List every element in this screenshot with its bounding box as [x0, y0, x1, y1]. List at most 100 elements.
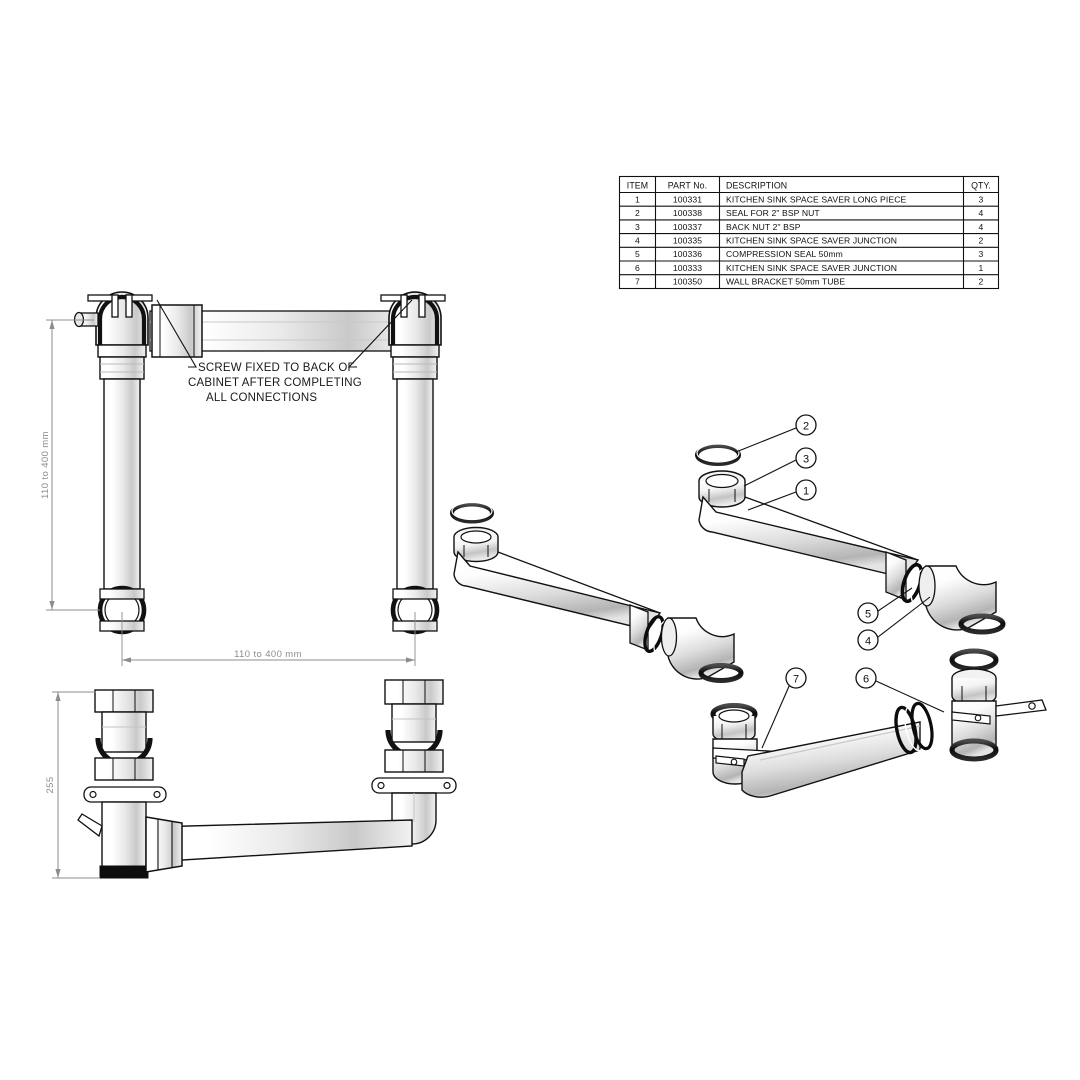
bom-cell-item: 7 [635, 277, 640, 287]
bom-cell-qty: 3 [979, 194, 984, 204]
iso-elbow-upper [918, 565, 1006, 635]
bom-row: 1 100331 KITCHEN SINK SPACE SAVER LONG P… [635, 194, 984, 204]
iso-junction-assembly [710, 648, 1047, 798]
balloon-2[interactable]: 2 [795, 414, 817, 436]
balloon-circle-icon [857, 602, 879, 624]
bom-header-row: ITEM PART No. DESCRIPTION QTY. [627, 181, 991, 191]
balloon-callouts [735, 427, 945, 749]
balloon-circle-icon [795, 479, 817, 501]
bom-row: 2 100338 SEAL FOR 2" BSP NUT 4 [635, 208, 984, 218]
bom-cell-qty: 4 [979, 208, 984, 218]
balloon-leader-2 [735, 427, 797, 453]
bom-cell-description: KITCHEN SINK SPACE SAVER LONG PIECE [726, 194, 907, 204]
balloon-circle-icon [855, 667, 877, 689]
balloon-label: 5 [865, 609, 871, 621]
bom-table: ITEM PART No. DESCRIPTION QTY. 1 100331 … [618, 175, 1000, 290]
iso-back-nut-middle [453, 526, 499, 563]
dimension-plan-height: 255 [45, 691, 100, 879]
bom-cell-qty: 2 [979, 277, 984, 287]
bom-cell-part-no: 100350 [673, 277, 702, 287]
plan-right-top-nut [384, 679, 444, 705]
plan-left-side-outlet [77, 813, 103, 838]
bom-header-qty: QTY. [971, 181, 991, 191]
bom-cell-item: 6 [635, 263, 640, 273]
iso-seal-ring-upper [695, 443, 741, 466]
screw-note-line3: ALL CONNECTIONS [206, 392, 317, 404]
bom-cell-part-no: 100336 [673, 249, 702, 259]
bom-header-description: DESCRIPTION [726, 181, 787, 191]
bom-cell-part-no: 100331 [673, 194, 702, 204]
screw-note-leaders [156, 299, 413, 368]
left-riser-assembly [73, 291, 153, 635]
iso-wall-bracket-right [951, 699, 1047, 725]
bom-cell-item: 3 [635, 222, 640, 232]
bom-cell-part-no: 100337 [673, 222, 702, 232]
balloon-5[interactable]: 5 [857, 602, 879, 624]
front-elevation-view: SCREW FIXED TO BACK OF CABINET AFTER COM… [40, 291, 446, 666]
dimension-vertical-label: 110 to 400 mm [40, 431, 51, 499]
balloon-leader-3 [743, 459, 797, 487]
plan-left-stack [77, 689, 167, 879]
bom-header-part-no: PART No. [668, 181, 707, 191]
bom-cell-description: BACK NUT 2" BSP [726, 222, 801, 232]
balloon-circle-icon [795, 447, 817, 469]
balloon-label: 4 [865, 636, 871, 648]
bom-cell-part-no: 100338 [673, 208, 702, 218]
iso-long-piece-middle [450, 501, 744, 683]
plan-left-top-nut [94, 689, 154, 713]
dimension-horizontal-label: 110 to 400 mm [234, 649, 302, 660]
dimension-horizontal-width: 110 to 400 mm [121, 612, 416, 666]
left-side-spigot [73, 311, 99, 328]
bom-cell-description: SEAL FOR 2" BSP NUT [726, 208, 820, 218]
isometric-exploded-view: 2 3 1 5 4 7 6 [450, 414, 1047, 798]
iso-elbow-middle [660, 617, 744, 683]
iso-long-piece-upper [695, 443, 1006, 635]
iso-right-junction [949, 648, 1047, 762]
plan-right-wall-bracket [371, 777, 457, 794]
balloon-label: 7 [793, 674, 799, 686]
bom-cell-item: 4 [635, 236, 640, 246]
screw-note: SCREW FIXED TO BACK OF CABINET AFTER COM… [188, 362, 362, 404]
balloon-7[interactable]: 7 [785, 667, 807, 689]
bom-cell-description: WALL BRACKET 50mm TUBE [726, 277, 845, 287]
balloon-circle-icon [795, 414, 817, 436]
bom-row: 6 100333 KITCHEN SINK SPACE SAVER JUNCTI… [635, 263, 984, 273]
balloon-label: 3 [803, 454, 809, 466]
balloon-4[interactable]: 4 [857, 629, 879, 651]
bom-cell-description: KITCHEN SINK SPACE SAVER JUNCTION [726, 263, 897, 273]
bom-table-grid [618, 175, 1000, 290]
bom-cell-qty: 2 [979, 236, 984, 246]
bom-cell-item: 5 [635, 249, 640, 259]
iso-back-nut-upper [698, 470, 746, 508]
plan-left-bottom-nut [94, 757, 154, 781]
bom-row: 7 100350 WALL BRACKET 50mm TUBE 2 [635, 277, 984, 287]
balloon-label: 6 [863, 674, 869, 686]
bom-cell-description: COMPRESSION SEAL 50mm [726, 249, 843, 259]
dimension-vertical-height: 110 to 400 mm [40, 319, 100, 611]
bom-row: 3 100337 BACK NUT 2" BSP 4 [635, 222, 983, 232]
bom-cell-qty: 1 [979, 263, 984, 273]
balloon-circle-icon [857, 629, 879, 651]
plan-tube-collar [145, 816, 183, 873]
plan-connecting-tube [145, 816, 413, 873]
bom-cell-part-no: 100333 [673, 263, 702, 273]
bom-cell-qty: 3 [979, 249, 984, 259]
balloon-leader-5 [877, 587, 913, 612]
bom-cell-description: KITCHEN SINK SPACE SAVER JUNCTION [726, 236, 897, 246]
balloon-3[interactable]: 3 [795, 447, 817, 469]
bom-header-item: ITEM [627, 181, 648, 191]
dimension-plan-label: 255 [45, 776, 56, 793]
left-wall-bracket [87, 294, 153, 318]
iso-compression-seal-rings [894, 701, 934, 755]
bom-cell-item: 1 [635, 194, 640, 204]
balloon-leader-7 [761, 683, 791, 749]
balloon-leader-4 [877, 596, 931, 638]
balloon-6[interactable]: 6 [855, 667, 877, 689]
balloon-1[interactable]: 1 [795, 479, 817, 501]
balloon-leader-1 [747, 491, 797, 511]
iso-seal-ring-middle [450, 501, 494, 524]
bom-cell-part-no: 100335 [673, 236, 702, 246]
